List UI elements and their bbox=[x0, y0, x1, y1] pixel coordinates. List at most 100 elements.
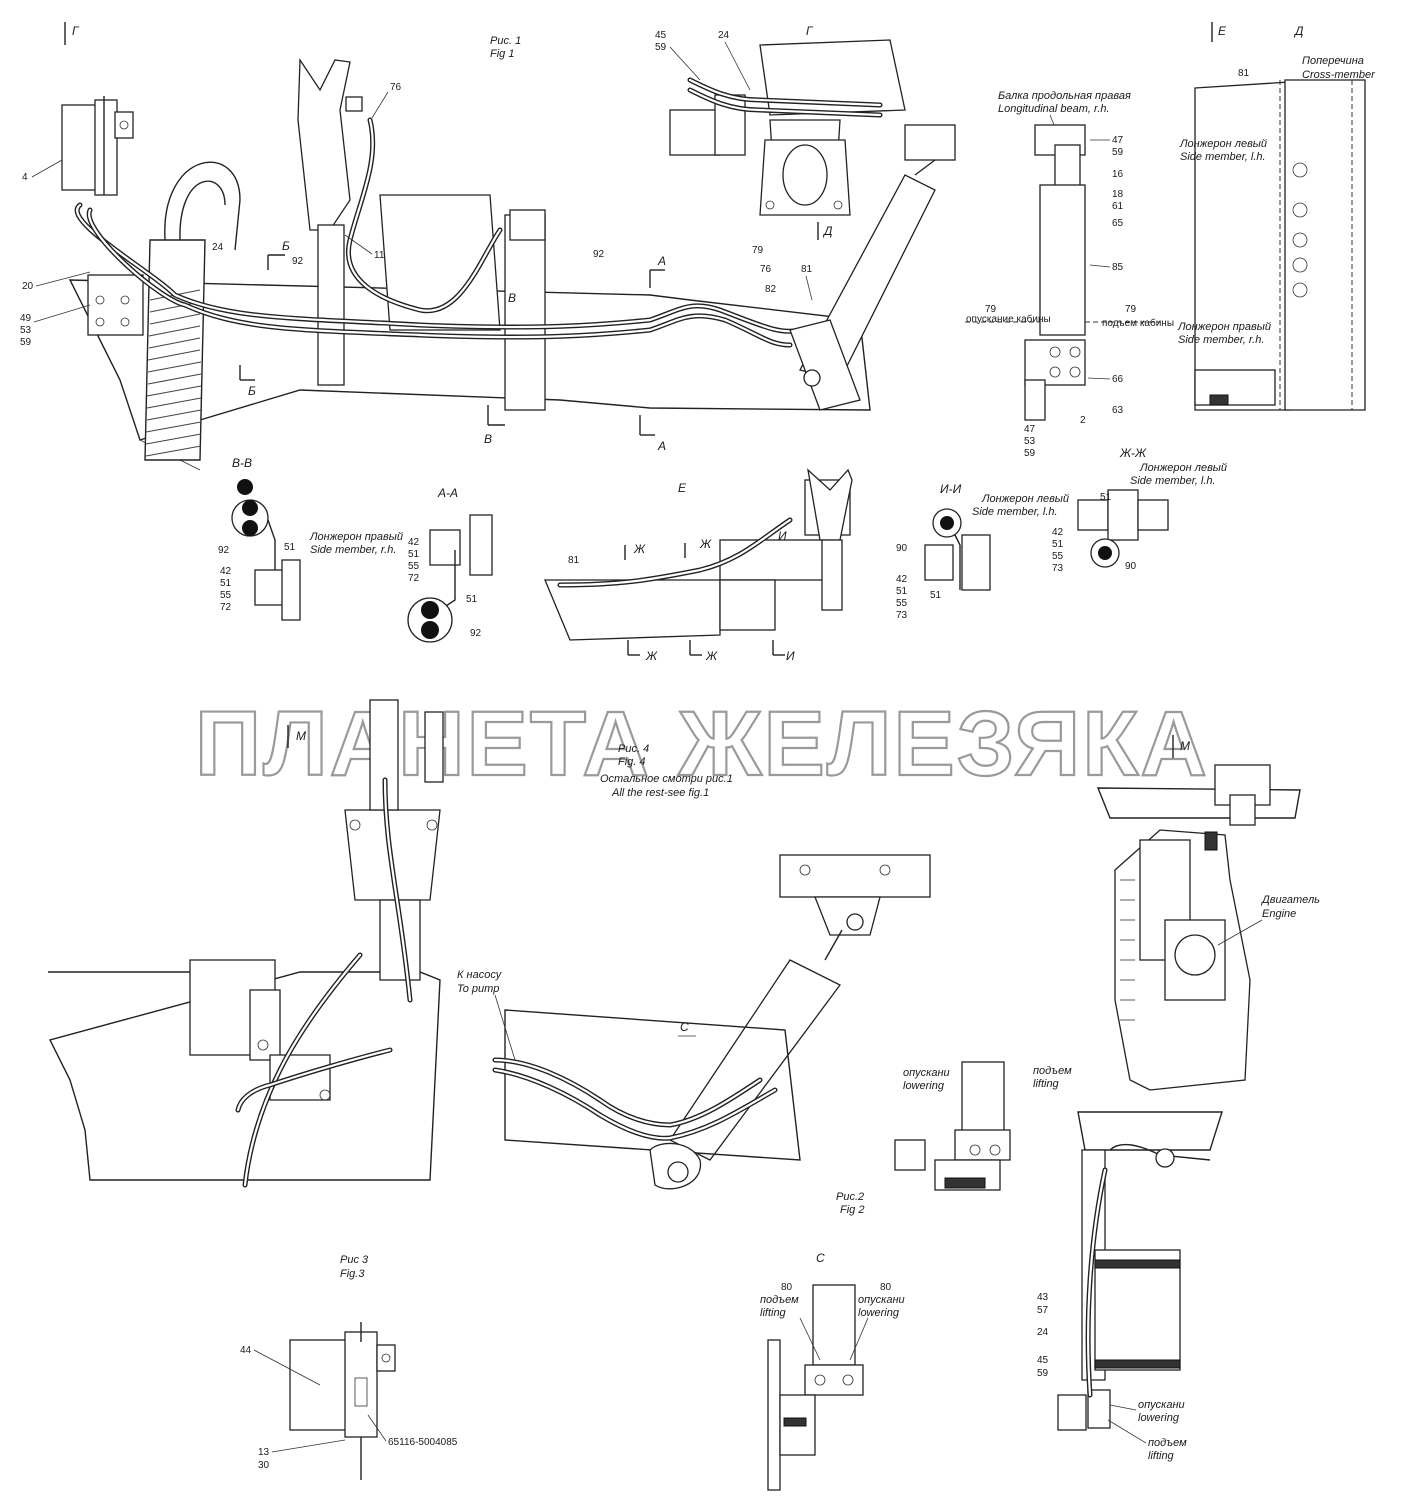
fig4-note-ru: Остальное смотри рис.1 bbox=[600, 773, 733, 785]
callout-51b: 51 bbox=[220, 578, 232, 589]
callout-81a: 81 bbox=[801, 264, 813, 275]
callout-24a: 24 bbox=[212, 242, 224, 253]
side-member-lh-en-1: Side member, l.h. bbox=[1180, 151, 1266, 163]
callout-4: 4 bbox=[22, 172, 28, 183]
side-member-lh-en-3: Side member, l.h. bbox=[1130, 475, 1216, 487]
section-zhzh: Ж-Ж Лонжерон левый Side member, l.h. 51 … bbox=[1052, 446, 1227, 574]
callout-80a: 80 bbox=[781, 1282, 793, 1293]
callout-51d: 51 bbox=[466, 594, 478, 605]
small-lifting: подъем кабины bbox=[1102, 317, 1174, 329]
section-zh-1: Ж bbox=[633, 542, 646, 556]
cross-member-en: Cross-member bbox=[1302, 69, 1376, 81]
section-zhzh-title: Ж-Ж bbox=[1119, 446, 1147, 460]
section-v-bottom: В bbox=[484, 432, 492, 446]
part-number: 65116-5004085 bbox=[388, 1437, 458, 1448]
callout-42b: 42 bbox=[408, 537, 420, 548]
lowering-ru-3: опускани bbox=[1138, 1399, 1185, 1411]
lift-cylinder-side bbox=[1039, 184, 1086, 336]
view-c-title: С bbox=[816, 1251, 825, 1265]
callout-92b: 92 bbox=[593, 249, 605, 260]
fig3-title-en: Fig.3 bbox=[340, 1268, 365, 1280]
callout-59b: 59 bbox=[655, 42, 667, 53]
fig4-assembly: М Рис. 4 Fig. 4 Остальное смотри рис.1 A… bbox=[48, 699, 733, 1188]
fig2-title-en: Fig 2 bbox=[840, 1204, 864, 1216]
callout-82: 82 bbox=[765, 284, 777, 295]
callout-55a: 55 bbox=[220, 590, 232, 601]
valve-detail-1: опускани lowering подъем lifting bbox=[894, 1061, 1072, 1191]
callout-51g: 51 bbox=[1100, 492, 1112, 503]
callout-61: 61 bbox=[1112, 201, 1124, 212]
callout-53b: 53 bbox=[1024, 436, 1036, 447]
section-a-bottom: А bbox=[657, 439, 666, 453]
frame-side-member bbox=[68, 279, 871, 441]
side-member-rh-en-2: Side member, r.h. bbox=[310, 544, 396, 556]
lifting-en-3: lifting bbox=[1148, 1450, 1175, 1462]
fig3-assembly: Рис 3 Fig.3 44 13 30 65116-5004085 bbox=[240, 1254, 458, 1480]
view-e-title: Е bbox=[678, 481, 687, 495]
view-d-title: Д bbox=[1293, 24, 1304, 38]
section-aa: А-А 42 51 55 72 51 92 bbox=[407, 486, 493, 643]
callout-49: 49 bbox=[20, 313, 32, 324]
callout-53: 53 bbox=[20, 325, 32, 336]
callout-44: 44 bbox=[240, 1345, 252, 1356]
callout-16: 16 bbox=[1112, 169, 1124, 180]
callout-90a: 90 bbox=[896, 543, 908, 554]
callout-73a: 73 bbox=[896, 610, 908, 621]
callout-80b: 80 bbox=[880, 1282, 892, 1293]
callout-79a: 79 bbox=[752, 245, 764, 256]
section-vv-title: В-В bbox=[232, 456, 252, 470]
engine-ru: Двигатель bbox=[1260, 894, 1320, 906]
cross-member-ru: Поперечина bbox=[1302, 55, 1364, 67]
lifting-ru-2: подъем bbox=[760, 1294, 799, 1306]
callout-47b: 47 bbox=[1024, 424, 1036, 435]
side-member-rh-ru-1: Лонжерон правый bbox=[1177, 321, 1271, 333]
side-member-rh-en-1: Side member, r.h. bbox=[1178, 334, 1264, 346]
section-zh-4: Ж bbox=[705, 649, 718, 663]
callout-51e: 51 bbox=[896, 586, 908, 597]
callout-59d: 59 bbox=[1024, 448, 1036, 459]
callout-59a: 59 bbox=[20, 337, 32, 348]
view-c-detail: С 80 подъем lifting 80 опускани lowering bbox=[760, 1251, 905, 1491]
callout-85: 85 bbox=[1112, 262, 1124, 273]
longitudinal-beam-ru: Балка продольная правая bbox=[998, 90, 1131, 102]
oil-tank-fig3 bbox=[289, 1339, 349, 1431]
section-a-top: А bbox=[657, 254, 666, 268]
side-member-rh-ru-2: Лонжерон правый bbox=[309, 531, 403, 543]
view-d-detail: Е Д Поперечина Cross-member 81 Лонжерон … bbox=[1177, 22, 1376, 411]
callout-81b: 81 bbox=[1238, 68, 1250, 79]
lowering-ru-1: опускани bbox=[903, 1067, 950, 1079]
callout-51f: 51 bbox=[930, 590, 942, 601]
cylinder-mount-detail: Балка продольная правая Longitudinal bea… bbox=[965, 90, 1174, 459]
callout-2: 2 bbox=[1080, 415, 1086, 426]
fig4-title-en: Fig. 4 bbox=[618, 756, 646, 768]
callout-66: 66 bbox=[1112, 374, 1124, 385]
callout-59e: 59 bbox=[1037, 1368, 1049, 1379]
frame-cylinder-detail: 43 57 24 45 59 опускани lowering подъем … bbox=[1037, 1111, 1223, 1462]
small-lowering: опускание кабины bbox=[966, 313, 1051, 325]
callout-55d: 55 bbox=[1052, 551, 1064, 562]
callout-63: 63 bbox=[1112, 405, 1124, 416]
section-b-top: Б bbox=[282, 239, 290, 253]
view-e-detail: Е 81 Ж Ж И Ж Ж И bbox=[544, 468, 853, 663]
callout-30: 30 bbox=[258, 1460, 270, 1471]
callout-57: 57 bbox=[1037, 1305, 1049, 1316]
lifting-en-1: lifting bbox=[1033, 1078, 1060, 1090]
callout-45b: 45 bbox=[1037, 1355, 1049, 1366]
to-pump-ru: К насосу bbox=[457, 969, 503, 981]
callout-72b: 72 bbox=[408, 573, 420, 584]
fig3-title-ru: Рис 3 bbox=[340, 1254, 369, 1266]
callout-65: 65 bbox=[1112, 218, 1124, 229]
side-member-lh-ru-3: Лонжерон левый bbox=[1139, 462, 1227, 474]
lifting-en-2: lifting bbox=[760, 1307, 787, 1319]
section-zh-3: Ж bbox=[645, 649, 658, 663]
callout-76b: 76 bbox=[760, 264, 772, 275]
callout-92d: 92 bbox=[470, 628, 482, 639]
callout-55b: 55 bbox=[408, 561, 420, 572]
section-b-bottom: Б bbox=[248, 384, 256, 398]
section-vv: В-В Лонжерон правый Side member, r.h. 92… bbox=[218, 456, 403, 621]
callout-90b: 90 bbox=[1125, 561, 1137, 572]
fig2-title-ru: Рис.2 bbox=[836, 1191, 864, 1203]
callout-42c: 42 bbox=[896, 574, 908, 585]
section-ii: И-И Лонжерон левый Side member, l.h. 90 … bbox=[896, 482, 1069, 621]
callout-72a: 72 bbox=[220, 602, 232, 613]
